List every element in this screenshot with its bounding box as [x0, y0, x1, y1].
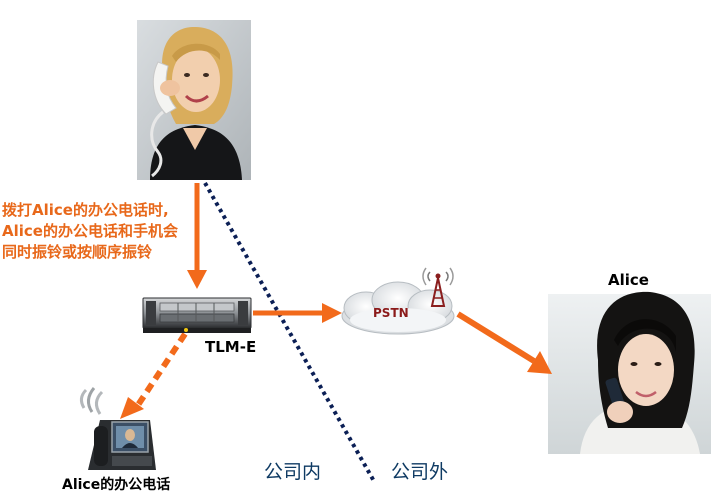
inside-company-label: 公司内 — [264, 461, 322, 483]
office-phone-icon — [79, 387, 156, 470]
instruction-line: 拨打Alice的办公电话时, — [2, 201, 169, 219]
caller-photo — [137, 20, 251, 180]
instruction-line: 同时振铃或按顺序振铃 — [2, 243, 153, 261]
radio-tower-icon — [422, 267, 454, 307]
device-label: TLM-E — [205, 338, 257, 356]
company-boundary-line — [203, 182, 377, 484]
pstn-label: PSTN — [373, 306, 409, 320]
ringing-instruction-text: 拨打Alice的办公电话时, Alice的办公电话和手机会 同时振铃或按顺序振铃 — [2, 200, 178, 263]
alice-label: Alice — [608, 271, 649, 289]
tlm-e-device — [142, 297, 252, 333]
arrow-caller-to-device — [187, 183, 207, 289]
pstn-cloud — [341, 281, 455, 335]
arrow-pstn-to-alice — [456, 311, 552, 374]
arrow-device-to-pstn — [253, 303, 342, 323]
instruction-line: Alice的办公电话和手机会 — [2, 222, 178, 240]
alice-photo — [548, 291, 711, 454]
outside-company-label: 公司外 — [391, 461, 449, 483]
office-phone-label: Alice的办公电话 — [62, 477, 171, 493]
arrow-device-to-office-phone — [120, 332, 188, 419]
